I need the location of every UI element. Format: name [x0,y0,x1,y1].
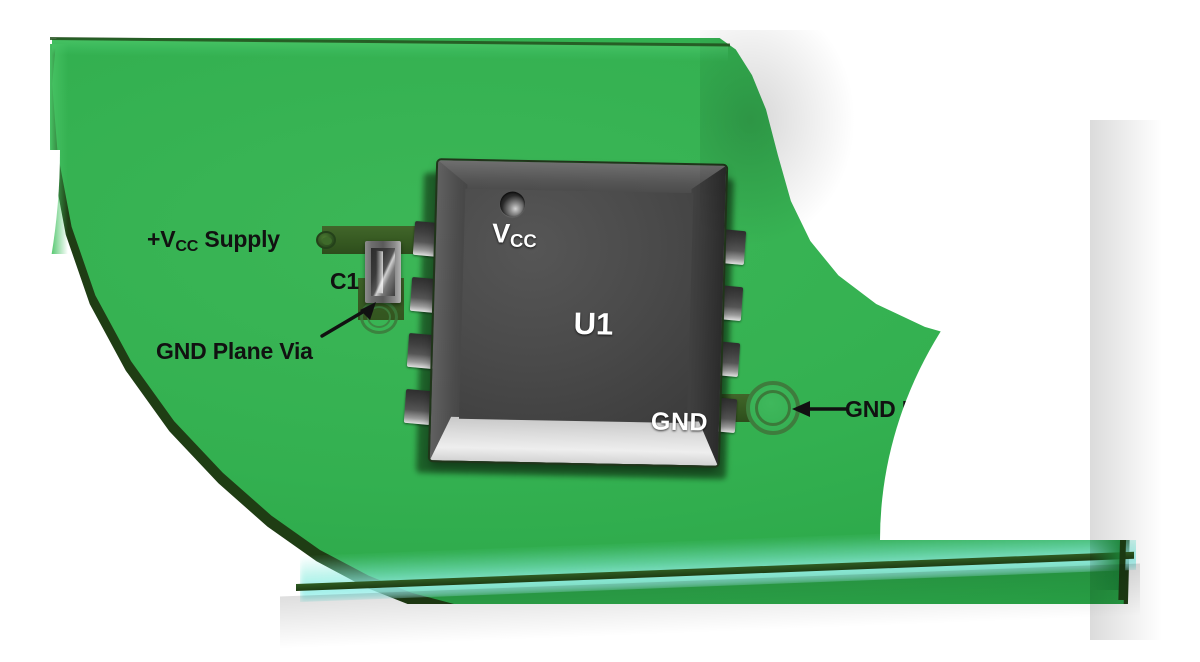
integrated-circuit-u1: VCC U1 GND [403,158,747,480]
callout-capacitor-c1: C1 [330,268,360,294]
crop-mask-right [1136,0,1200,662]
callout-vcc-subscript: CC [175,236,199,255]
capacitor-highlight [376,250,383,294]
ic-package-body: VCC U1 GND [429,160,727,466]
leader-arrow-right-icon [792,401,848,417]
ic-vcc-main: V [491,218,511,249]
ic-pin-left-3 [406,332,436,370]
callout-vcc-suffix: Supply [198,226,280,252]
ic-gnd-pin-label: GND [650,407,709,437]
callout-gnd-plane-via-left: GND Plane Via [156,338,313,364]
supply-via [316,231,336,249]
capacitor-c1 [365,241,401,303]
crop-mask-top [0,0,760,37]
ic-pin-left-4 [403,388,433,426]
callout-vcc-supply: +VCC Supply [147,226,280,255]
crop-mask-left [0,0,50,662]
crop-mask-bottom [0,604,1200,662]
leader-arrow-left-icon [320,302,376,338]
ic-vcc-subscript: CC [509,229,538,252]
callout-vcc-prefix: +V [147,226,176,252]
ic-vcc-pin-label: VCC [491,218,538,252]
capacitor-dielectric [371,248,395,296]
ic-designator-label: U1 [573,305,614,342]
